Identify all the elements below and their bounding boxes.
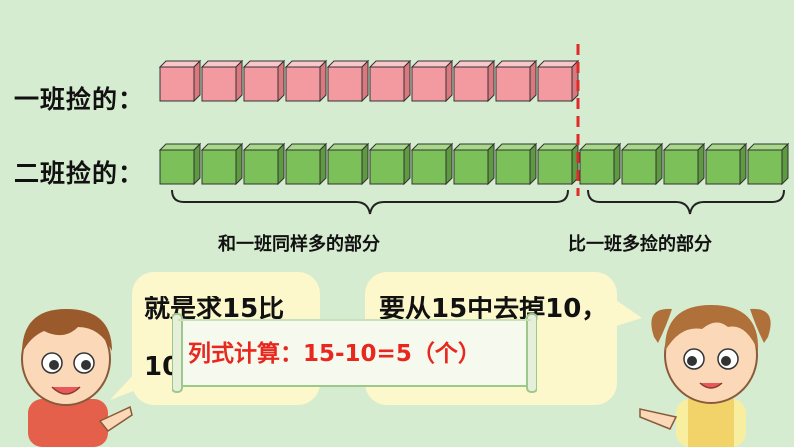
pink-block bbox=[410, 59, 454, 103]
green-block bbox=[158, 142, 202, 186]
green-block bbox=[746, 142, 790, 186]
formula-banner bbox=[172, 313, 537, 393]
same-part-brace bbox=[171, 189, 569, 215]
right-bubble-line1: 要从15中去掉10， bbox=[379, 296, 608, 322]
green-block bbox=[536, 142, 580, 186]
green-block bbox=[578, 142, 622, 186]
pink-block bbox=[284, 59, 328, 103]
green-block bbox=[200, 142, 244, 186]
class2-blocks bbox=[158, 142, 790, 186]
pink-block bbox=[200, 59, 244, 103]
class1-label: 一班捡的： bbox=[14, 85, 145, 114]
green-block bbox=[662, 142, 706, 186]
more-part-brace bbox=[587, 189, 785, 215]
formula-text: 列式计算：15-10=5（个） bbox=[188, 341, 481, 367]
pink-block bbox=[536, 59, 580, 103]
pink-block bbox=[452, 59, 496, 103]
green-block bbox=[452, 142, 496, 186]
green-block bbox=[326, 142, 370, 186]
more-part-label: 比一班多捡的部分 bbox=[568, 234, 712, 255]
pink-block bbox=[158, 59, 202, 103]
green-block bbox=[242, 142, 286, 186]
green-block bbox=[494, 142, 538, 186]
same-part-label: 和一班同样多的部分 bbox=[218, 234, 380, 255]
pink-block bbox=[494, 59, 538, 103]
class2-label: 二班捡的： bbox=[14, 159, 145, 188]
boy-illustration bbox=[21, 309, 133, 447]
green-block bbox=[284, 142, 328, 186]
class1-blocks bbox=[158, 59, 580, 103]
green-block bbox=[368, 142, 412, 186]
left-bubble-tail bbox=[110, 372, 136, 400]
girl-illustration bbox=[639, 305, 771, 447]
pink-block bbox=[242, 59, 286, 103]
pink-block bbox=[326, 59, 370, 103]
pink-block bbox=[368, 59, 412, 103]
green-block bbox=[410, 142, 454, 186]
right-bubble-tail bbox=[616, 300, 642, 326]
green-block bbox=[704, 142, 748, 186]
left-bubble-line1: 就是求15比 bbox=[144, 296, 285, 322]
green-block bbox=[620, 142, 664, 186]
